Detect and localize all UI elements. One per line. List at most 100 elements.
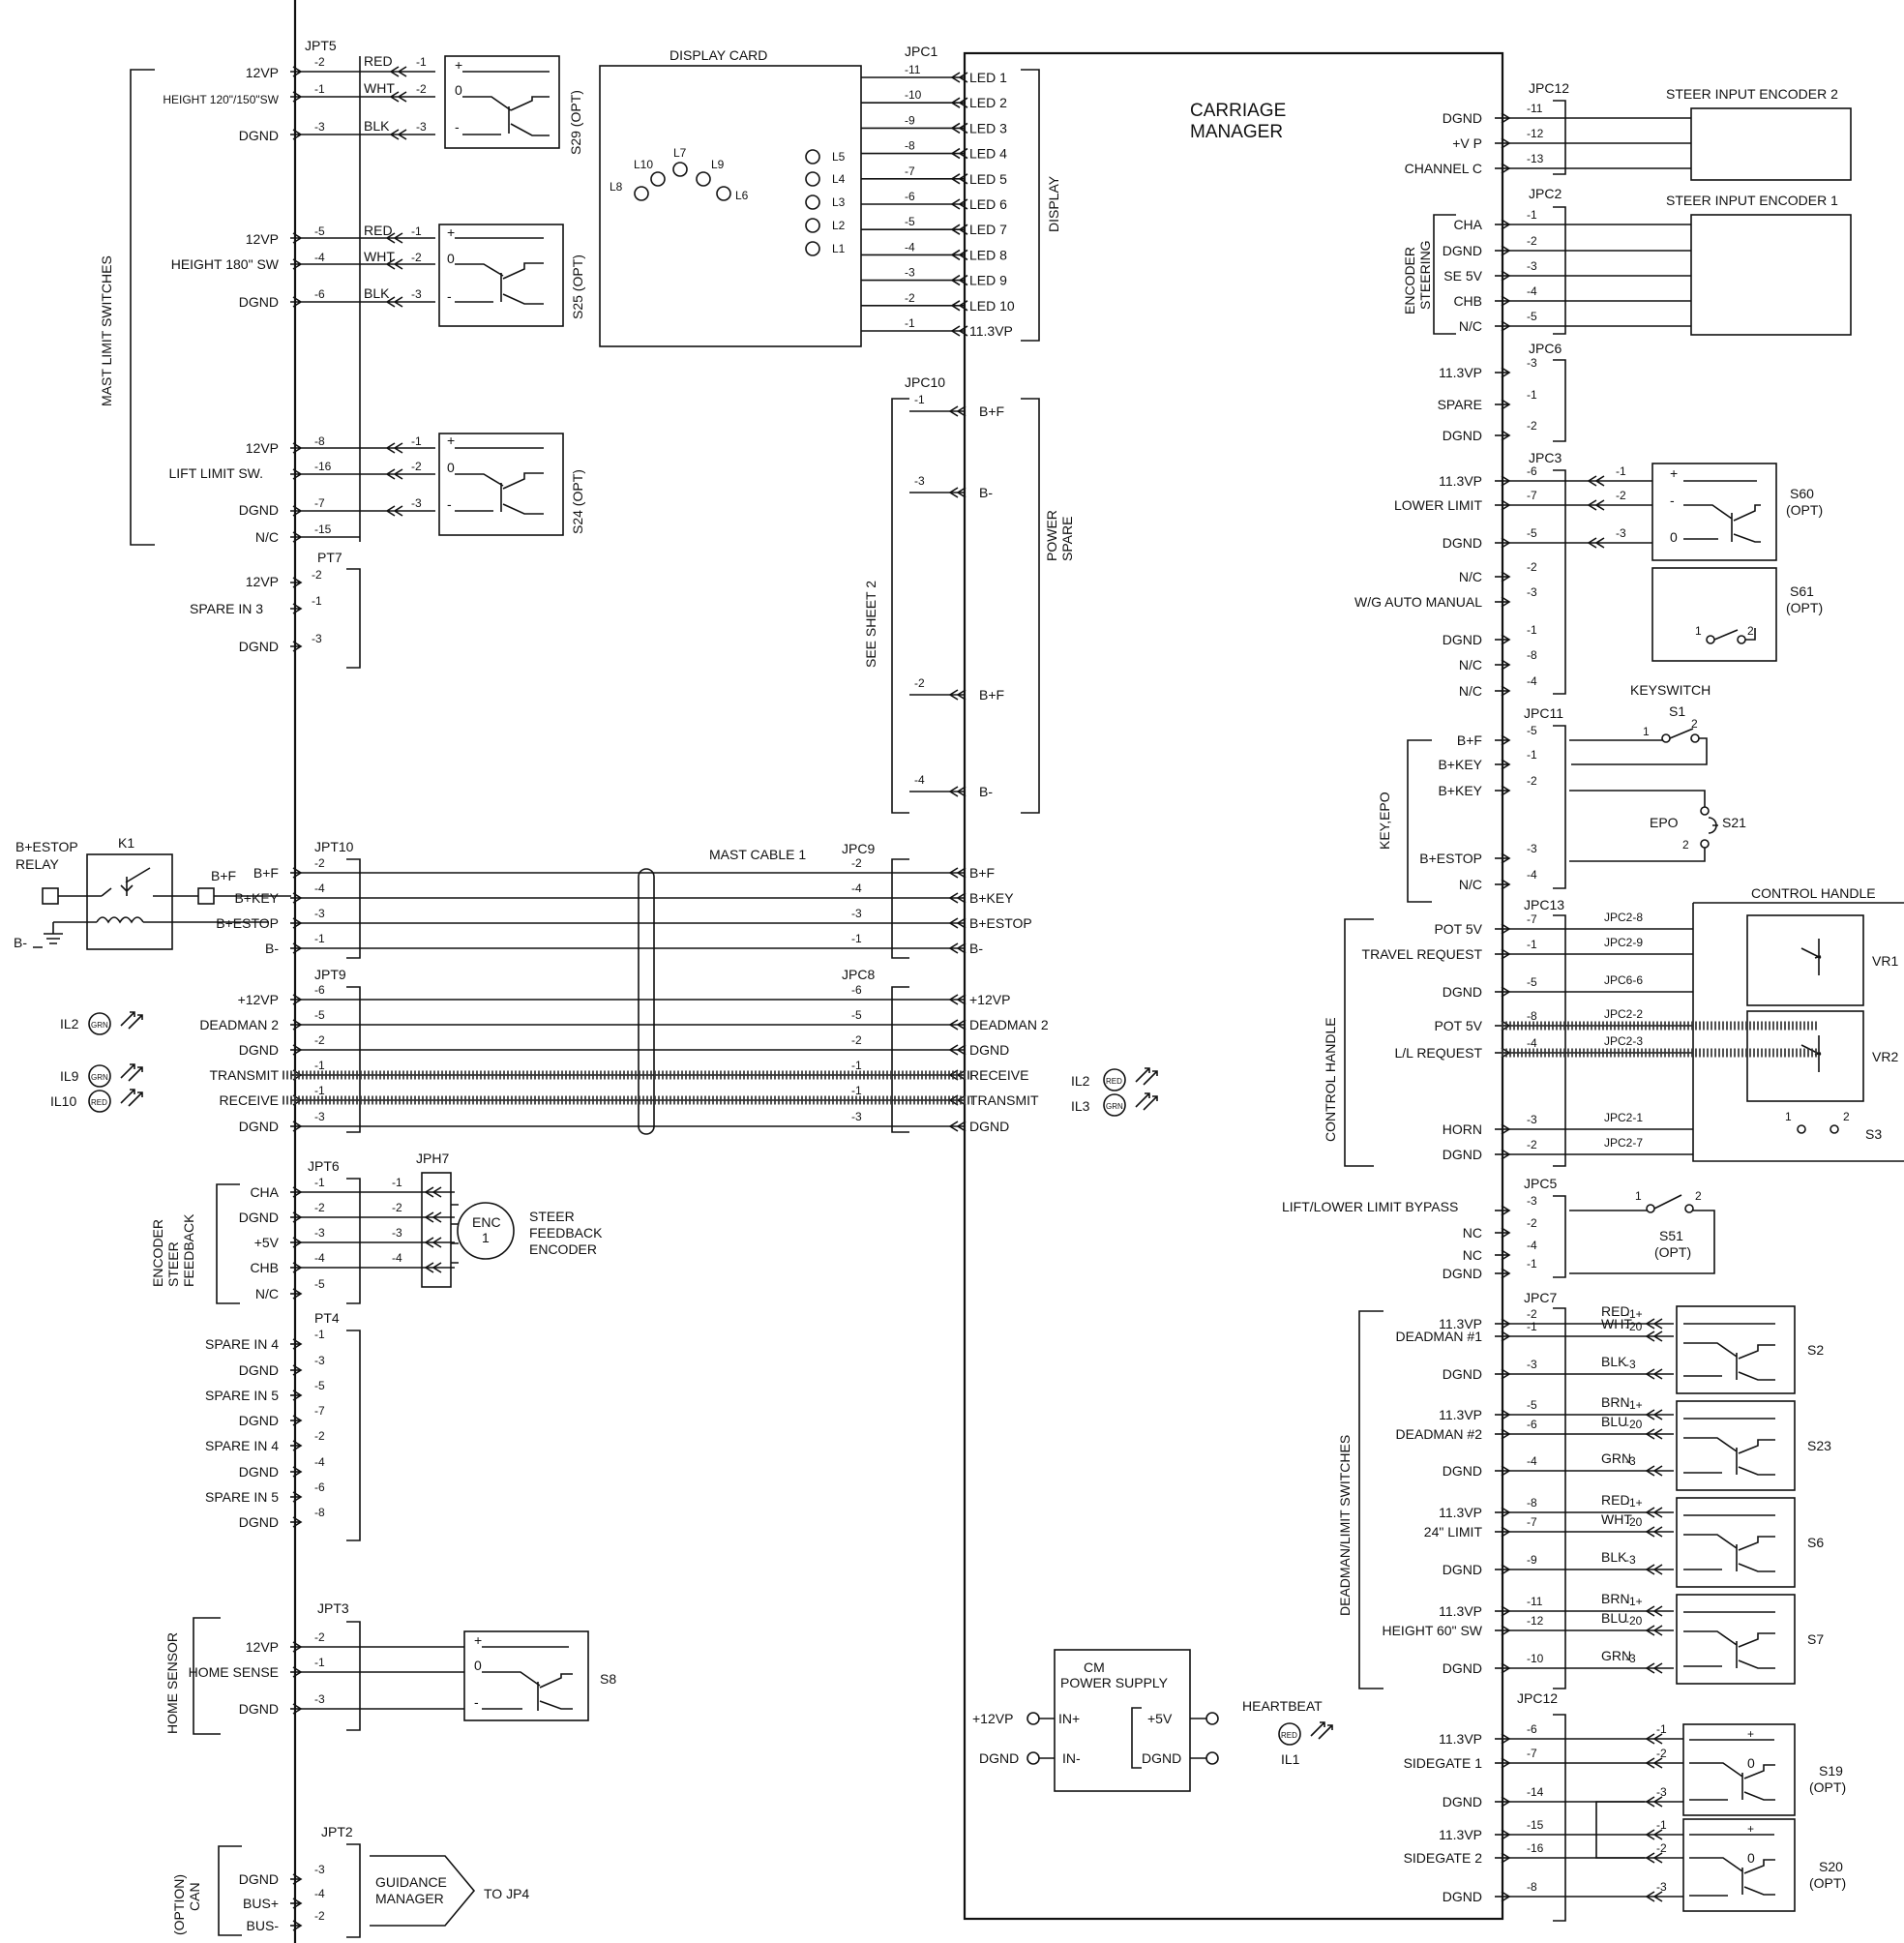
connector-pin-icon bbox=[1645, 1605, 1663, 1617]
s61-switch-box bbox=[1651, 567, 1777, 662]
pin-label: -3 bbox=[411, 287, 422, 301]
epo-label: EPO bbox=[1650, 815, 1679, 830]
s60-sensor-box bbox=[1651, 463, 1777, 561]
signal-label: DGND bbox=[1443, 110, 1482, 126]
led-signal-label: LED 1 bbox=[969, 70, 1007, 85]
pin-label: -5 bbox=[314, 224, 325, 238]
sidegate-jumper bbox=[1595, 1801, 1645, 1859]
pin-label: -3 bbox=[1625, 1358, 1636, 1371]
sensor-transistor-icon bbox=[1689, 1834, 1775, 1897]
carriage-manager-title-2: MANAGER bbox=[1190, 122, 1283, 142]
connector-pin-icon bbox=[1645, 1662, 1663, 1674]
pin-label: -5 bbox=[314, 1277, 325, 1291]
signal-label: DGND bbox=[1443, 243, 1482, 258]
signal-label: SPARE IN 5 bbox=[205, 1489, 279, 1505]
connector-pin-icon bbox=[292, 1898, 303, 1909]
pin-label: -1 bbox=[314, 1176, 325, 1189]
switch-label: S7 bbox=[1807, 1631, 1824, 1647]
indicator-color: RED bbox=[1281, 1731, 1297, 1740]
jpc13-label: JPC13 bbox=[1524, 897, 1564, 912]
jpc8-label: JPC8 bbox=[842, 967, 875, 982]
vr1-box bbox=[1746, 914, 1864, 1006]
signal-label: TRANSMIT bbox=[969, 1092, 1039, 1108]
wire-color: BLU bbox=[1601, 1610, 1627, 1626]
light-rays-icon bbox=[120, 1011, 143, 1030]
wire-color: BRN bbox=[1601, 1591, 1630, 1606]
jpc9-bracket bbox=[891, 858, 909, 959]
led-icon bbox=[805, 218, 820, 233]
display-leds-right: L5 L4 L3 L2 L1 bbox=[805, 149, 846, 256]
connector-pin-icon bbox=[1587, 475, 1605, 487]
steer-encoder-2-box bbox=[1690, 107, 1852, 181]
jpc5-bracket bbox=[1553, 1195, 1566, 1278]
steer-encoder-1-box bbox=[1690, 214, 1852, 336]
signal-label: DGND bbox=[239, 128, 279, 143]
pin-label: -7 bbox=[1527, 912, 1537, 926]
pin-label: -2 bbox=[314, 1630, 325, 1644]
pin-label: -20 bbox=[1625, 1614, 1643, 1628]
deadman-label: DEADMAN/LIMIT SWITCHES bbox=[1337, 1435, 1353, 1616]
left-indicators: IL2 GRN IL9 GRN IL10 RED bbox=[50, 1011, 143, 1113]
relay-bneg-label: B- bbox=[14, 935, 27, 950]
signal-label: HEIGHT 180" SW bbox=[171, 256, 280, 272]
pin-label: -9 bbox=[905, 113, 915, 127]
pin-label: -12 bbox=[1527, 127, 1544, 140]
deadman-bracket bbox=[1358, 1310, 1383, 1689]
signal-label: 11.3VP bbox=[1439, 1603, 1482, 1619]
signal-label: B+F bbox=[979, 687, 1004, 702]
connector-pin-icon bbox=[950, 173, 968, 185]
mid-indicators: IL2 RED IL3 GRN bbox=[1071, 1067, 1158, 1117]
pin-label: -11 bbox=[1527, 102, 1543, 115]
estop-relay: B+ESTOP RELAY K1 B+F B- bbox=[14, 835, 291, 950]
see-sheet-label: SEE SHEET 2 bbox=[863, 581, 878, 668]
signal-label: CHA bbox=[250, 1184, 279, 1200]
pin-label: -2 bbox=[1527, 1138, 1537, 1151]
pin-label: -3 bbox=[392, 1226, 402, 1240]
signal-label: SPARE bbox=[1438, 397, 1482, 412]
signal-label: B+KEY bbox=[234, 890, 279, 906]
connector-pin-icon bbox=[948, 1044, 967, 1056]
indicator-id: IL2 bbox=[60, 1016, 79, 1031]
pin-label: -8 bbox=[314, 434, 325, 448]
connector-pin-icon bbox=[292, 1364, 303, 1376]
signal-label: DEADMAN #2 bbox=[1396, 1426, 1483, 1442]
pin-label: -15 bbox=[314, 523, 332, 536]
bypass-title: LIFT/LOWER LIMIT BYPASS bbox=[1282, 1199, 1458, 1214]
led-signal-label: LED 9 bbox=[969, 273, 1007, 288]
connector-pin-icon bbox=[1501, 571, 1511, 583]
pin-label: -2 bbox=[392, 1201, 402, 1214]
signal-label: DGND bbox=[239, 1514, 279, 1530]
key-epo-bracket bbox=[1407, 739, 1432, 903]
pin-label: -2 bbox=[416, 82, 427, 96]
ps-out-pos: +5V bbox=[1147, 1711, 1173, 1726]
wire-color: JPC2-3 bbox=[1604, 1034, 1643, 1048]
pin-label: -1 bbox=[392, 1176, 402, 1189]
s20-label-1: S20 bbox=[1819, 1859, 1843, 1874]
led-icon bbox=[805, 171, 820, 187]
pin-label: -5 bbox=[1527, 975, 1537, 989]
signal-label: NC bbox=[1463, 1225, 1482, 1241]
signal-label: BUS+ bbox=[243, 1896, 279, 1911]
group-label: ENCODER bbox=[150, 1219, 165, 1287]
signal-label: LIFT LIMIT SW. bbox=[168, 465, 263, 481]
control-handle-label: CONTROL HANDLE bbox=[1323, 1017, 1338, 1142]
signal-label: RECEIVE bbox=[969, 1067, 1028, 1083]
signal-label: B+KEY bbox=[1438, 783, 1482, 798]
pin-label: -7 bbox=[314, 496, 325, 510]
guidance-arrow-icon bbox=[370, 1855, 476, 1927]
connector-pin-icon bbox=[292, 1338, 303, 1350]
cable-bundle bbox=[638, 868, 655, 1135]
connector-pin-icon bbox=[950, 249, 968, 261]
pin-label: -4 bbox=[314, 1251, 325, 1265]
pin-label: -4 bbox=[1527, 284, 1537, 298]
pin-label: -3 bbox=[1527, 1194, 1537, 1208]
wire-color: JPC2-7 bbox=[1604, 1136, 1643, 1150]
light-rays-icon bbox=[120, 1063, 143, 1082]
connector-pin-icon bbox=[1501, 734, 1511, 746]
pin-label: -3 bbox=[1625, 1454, 1636, 1468]
led-icon bbox=[716, 186, 731, 201]
connector-pin-icon bbox=[292, 1466, 303, 1478]
pin-label: -6 bbox=[1527, 1722, 1537, 1736]
